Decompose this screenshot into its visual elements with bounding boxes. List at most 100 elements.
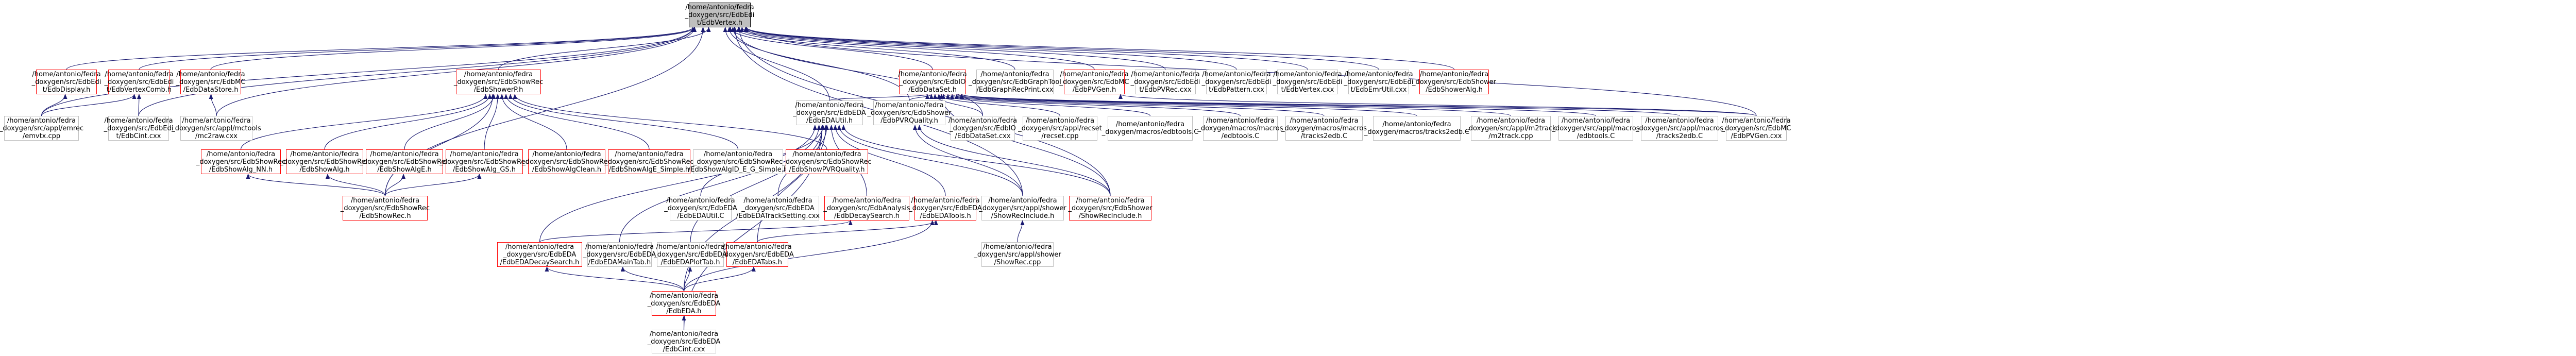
file-node[interactable]: /home/antonio/fedra _doxygen/src/appl/sh… [974,242,1061,267]
file-node[interactable]: /home/antonio/fedra _doxygen/src/EdbEDA … [736,196,820,221]
file-node[interactable]: /home/antonio/fedra _doxygen/src/EdbMC /… [176,70,246,94]
include-edge [757,125,828,243]
file-node[interactable]: /home/antonio/fedra _doxygen/src/EdbShow… [453,70,544,94]
include-edge [736,27,1095,70]
file-node[interactable]: /home/antonio/fedra _doxygen/src/EdbShow… [280,149,369,174]
file-node[interactable]: /home/antonio/fedra _doxygen/src/EdbShow… [439,149,529,174]
file-node[interactable]: /home/antonio/fedra _doxygen/src/EdbEdi … [1201,70,1272,94]
include-edge [41,27,695,116]
include-edge [690,125,825,243]
file-node[interactable]: /home/antonio/fedra _doxygen/macros/edbt… [1102,116,1198,141]
include-edge [619,125,821,243]
include-edge [683,266,756,292]
include-edge [209,94,217,116]
include-edge [683,266,692,292]
include-edge [732,27,1015,70]
include-edge [743,27,1237,70]
include-edge [960,94,1757,116]
file-node[interactable]: /home/antonio/fedra _doxygen/src/appl/ma… [1552,116,1640,141]
file-node[interactable]: /home/antonio/fedra _doxygen/src/EdbEDA … [721,242,794,267]
file-node[interactable]: /home/antonio/fedra _doxygen/src/EdbShow… [360,149,449,174]
file-node[interactable]: /home/antonio/fedra _doxygen/src/EdbEdi … [1273,70,1343,94]
file-node[interactable]: /home/antonio/fedra _doxygen/src/appl/mc… [172,116,261,141]
file-node[interactable]: /home/antonio/fedra _doxygen/src/EdbEdi … [1130,70,1200,94]
include-edge [508,94,739,150]
file-node[interactable]: /home/antonio/fedra _doxygen/src/appl/sh… [979,196,1066,221]
include-edge [744,27,1455,70]
include-edge [504,94,650,150]
include-edge [324,94,492,150]
include-edge [1118,94,1757,116]
file-node[interactable]: /home/antonio/fedra _doxygen/src/EdbShow… [782,149,872,174]
include-edge [384,94,495,196]
file-node[interactable]: /home/antonio/fedra _doxygen/src/EdbAnal… [823,196,910,221]
include-edge [139,27,695,70]
file-node[interactable]: /home/antonio/fedra _doxygen/src/EdbIO /… [948,116,1018,141]
file-node[interactable]: /home/antonio/fedra _doxygen/src/EdbEDA … [583,242,656,267]
file-node[interactable]: /home/antonio/fedra _doxygen/src/appl/em… [0,116,84,141]
include-edge [620,266,685,292]
file-node[interactable]: /home/antonio/fedra _doxygen/src/EdbEDA … [664,196,737,221]
file-node[interactable]: /home/antonio/fedra _doxygen/src/EdbShow… [340,196,430,221]
file-node[interactable]: /home/antonio/fedra _doxygen/src/EdbEdi … [1344,70,1414,94]
file-node[interactable]: /home/antonio/fedra _doxygen/src/EdbEdi … [104,116,174,141]
include-edge [325,174,386,196]
include-edge [216,27,697,116]
include-edge [384,174,406,196]
include-edge [837,125,1023,196]
include-edge [913,125,1023,196]
file-node[interactable]: /home/antonio/fedra _doxygen/src/EdbShow… [867,100,952,125]
file-node[interactable]: /home/antonio/fedra _doxygen/macros/macr… [1281,116,1367,141]
include-edge [539,125,817,243]
include-edge [959,94,1512,116]
file-node[interactable]: /home/antonio/fedra _doxygen/macros/trac… [1364,116,1469,141]
file-node[interactable]: /home/antonio/fedra _doxygen/src/EdbGrap… [969,70,1061,94]
include-edge [909,94,934,101]
include-edge [757,220,938,243]
include-edge [513,94,827,150]
include-edge [841,125,1111,196]
include-edge [404,94,496,150]
include-edge [744,27,1308,70]
file-node[interactable]: /home/antonio/fedra _doxygen/src/appl/re… [1018,116,1102,141]
file-node[interactable]: /home/antonio/fedra _doxygen/src/EdbEDA … [654,242,727,267]
file-node[interactable]: /home/antonio/fedra _doxygen/src/EdbEDA … [497,242,582,267]
file-node[interactable]: /home/antonio/fedra _doxygen/src/EdbShow… [1412,70,1497,94]
include-edge [246,174,386,196]
include-edge [498,27,711,70]
include-edge [138,27,695,116]
include-edge [545,266,685,292]
include-edge [384,174,482,196]
include-edge [723,27,830,101]
file-node[interactable]: /home/antonio/fedra _doxygen/src/EdbEdi … [31,70,101,94]
include-edge [728,27,933,70]
include-edge [240,94,488,150]
file-node[interactable]: /home/antonio/fedra _doxygen/src/EdbEDA … [909,196,982,221]
include-edge [933,94,984,116]
file-node[interactable]: /home/antonio/fedra _doxygen/src/EdbEDA … [793,100,866,125]
file-node[interactable]: /home/antonio/fedra _doxygen/src/EdbMC /… [1721,116,1791,141]
file-node[interactable]: /home/antonio/fedra _doxygen/src/EdbIO /… [898,70,967,94]
file-node[interactable]: /home/antonio/fedra _doxygen/src/EdbShow… [604,149,694,174]
file-node[interactable]: /home/antonio/fedra _doxygen/src/EdbShow… [196,149,286,174]
root-file-node[interactable]: /home/antonio/fedra _doxygen/src/EdbEdi … [685,3,755,27]
include-edge [950,94,1325,116]
include-edge [744,27,1379,70]
file-node[interactable]: /home/antonio/fedra _doxygen/src/appl/ma… [1636,116,1723,141]
file-node[interactable]: /home/antonio/fedra _doxygen/src/EdbEDA … [647,330,721,353]
file-node[interactable]: /home/antonio/fedra _doxygen/src/EdbEdi … [104,70,174,94]
include-edge [939,94,1111,196]
file-node[interactable]: /home/antonio/fedra _doxygen/src/EdbShow… [522,149,612,174]
file-node[interactable]: /home/antonio/fedra _doxygen/src/appl/m2… [1465,116,1556,141]
include-edge [1017,220,1025,243]
include-edge [833,125,946,196]
file-node[interactable]: /home/antonio/fedra _doxygen/src/EdbMC /… [1059,70,1129,94]
include-edge [731,27,984,116]
file-node[interactable]: /home/antonio/fedra _doxygen/src/EdbShow… [1068,196,1153,221]
include-edge [500,94,567,150]
file-node[interactable]: /home/antonio/fedra _doxygen/src/EdbShow… [688,149,788,174]
file-node[interactable]: /home/antonio/fedra _doxygen/macros/macr… [1197,116,1283,141]
include-edge [484,94,500,150]
include-edge [66,27,695,70]
file-node[interactable]: /home/antonio/fedra _doxygen/src/EdbEDA … [647,291,721,316]
